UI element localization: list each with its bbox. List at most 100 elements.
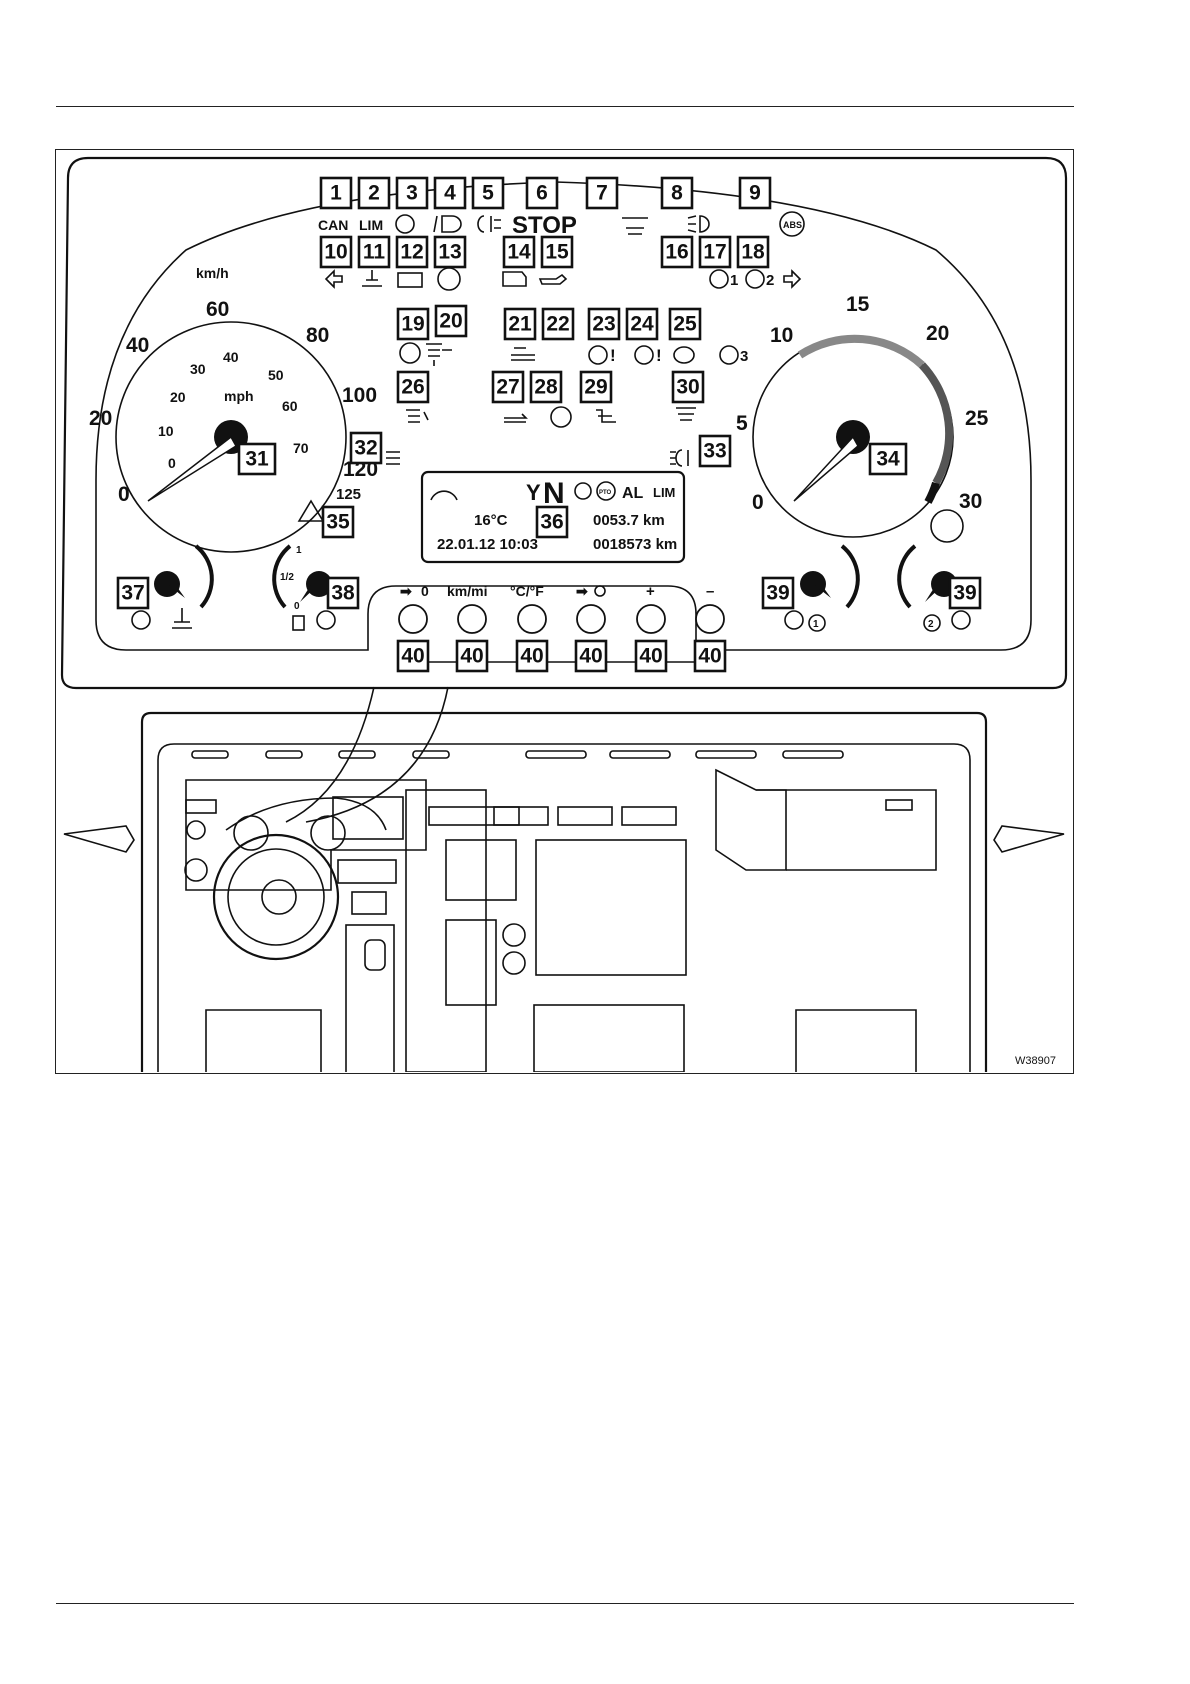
plus-button-group: + [636, 583, 666, 634]
lim-display-label: LIM [653, 485, 675, 500]
reset-button-group: ➡ 0 [398, 583, 429, 634]
callout-40-f: 40 [693, 639, 727, 673]
warning-lamp-row-2: 1 2 [324, 267, 802, 291]
tachometer-green-band [797, 334, 925, 368]
gear-lever [364, 939, 386, 971]
pto-label: PTO [599, 490, 612, 496]
passenger-switch [885, 799, 913, 811]
abs-trailer-icon [676, 407, 696, 421]
svg-text:18: 18 [741, 241, 765, 264]
odometer: 0018573 km [593, 536, 677, 553]
bottom-rule [56, 1603, 1074, 1604]
svg-text:40: 40 [579, 645, 602, 668]
callout-1: 1 [319, 176, 353, 210]
tachometer-label-5: 5 [736, 412, 748, 435]
passenger-seat [795, 1009, 917, 1072]
windscreen-frame [157, 743, 971, 1072]
speedometer-kmh-label-80: 80 [306, 324, 329, 347]
svg-text:1: 1 [330, 182, 342, 205]
callout-10: 10 [319, 235, 353, 269]
tachometer-label-20: 20 [926, 322, 949, 345]
date-time: 22.01.12 10:03 [437, 536, 538, 553]
abs-icon [779, 211, 805, 237]
instrument-panel-hood [225, 797, 387, 831]
air-gauge-1-needle [813, 580, 831, 598]
callout-12: 12 [395, 235, 429, 269]
tachometer-amber-band [919, 362, 954, 485]
callout-35: 35 [321, 505, 355, 539]
callout-40-a: 40 [396, 639, 430, 673]
can-label: CAN [318, 217, 348, 233]
vent-4 [412, 750, 450, 759]
callout-40-b: 40 [455, 639, 489, 673]
brake-circuit-2-number: 2 [766, 272, 774, 289]
tachometer-label-0: 0 [752, 491, 764, 514]
reset-arrow-icon: ➡ [400, 583, 412, 599]
oil-pressure-icon [538, 273, 568, 285]
svg-text:37: 37 [121, 582, 144, 605]
storage-tray [533, 1004, 685, 1073]
operating-buttons: ➡ 0 km/mi °C/°F ➡ + – [398, 583, 725, 634]
speedometer-kmh-label-100: 100 [342, 384, 377, 407]
console-knob-2 [502, 951, 526, 975]
switch-panel-left [185, 799, 217, 814]
svg-text:40: 40 [401, 645, 424, 668]
brake-circuit-3-icon [719, 345, 739, 365]
vent-8 [782, 750, 844, 759]
tachometer-label-10: 10 [770, 324, 793, 347]
svg-text:29: 29 [584, 376, 607, 399]
callout-40-d: 40 [574, 639, 608, 673]
unit-toggle-button-group: km/mi [447, 583, 487, 634]
callout-16: 16 [660, 235, 694, 269]
svg-text:17: 17 [703, 241, 726, 264]
passenger-dash-shelf [756, 789, 937, 871]
svg-text:40: 40 [698, 645, 721, 668]
tachometer-label-25: 25 [965, 407, 989, 430]
brake-circuit-2-icon [745, 269, 765, 289]
minus-label: – [706, 583, 714, 600]
minus-button[interactable] [695, 604, 725, 634]
dash-switch-1 [186, 820, 206, 840]
callout-39-right: 39 [948, 576, 982, 610]
clock-set-button[interactable] [576, 604, 606, 634]
callout-24: 24 [625, 307, 659, 341]
svg-text:21: 21 [508, 313, 532, 336]
speedometer-dial [115, 321, 347, 553]
svg-text:36: 36 [540, 511, 563, 534]
svg-text:26: 26 [401, 376, 424, 399]
callout-18: 18 [736, 235, 770, 269]
trailer-indicator-icon [622, 217, 648, 235]
cup-holder [351, 891, 387, 915]
svg-text:39: 39 [766, 582, 789, 605]
speedometer-kmh-label-40: 40 [126, 334, 149, 357]
fuel-gauge-scale [272, 544, 292, 609]
wrench-icon: Y [526, 480, 541, 505]
svg-text:40: 40 [460, 645, 483, 668]
callout-36: 36 [535, 505, 569, 539]
temperature-unit-button[interactable] [517, 604, 547, 634]
svg-text:15: 15 [545, 241, 569, 264]
unit-toggle-button[interactable] [457, 604, 487, 634]
svg-text:2: 2 [368, 182, 380, 205]
plus-button[interactable] [636, 604, 666, 634]
right-mirror [993, 825, 1065, 853]
brake-circuit-2-symbol-number: 2 [928, 619, 934, 630]
warning-lamp-row-3: ! ! 3 [399, 342, 748, 366]
stop-label: STOP [512, 212, 577, 239]
callout-34: 34 [868, 442, 908, 476]
brake-circuit-1-number: 1 [730, 272, 738, 289]
coolant-temperature-icon [172, 608, 192, 629]
speedometer-kmh-label-0: 0 [118, 483, 130, 506]
tachometer: 0 5 10 15 20 25 30 [736, 293, 989, 543]
reset-button[interactable] [398, 604, 428, 634]
driver-seat [205, 1009, 322, 1072]
svg-text:13: 13 [438, 241, 461, 264]
aux-switches-1 [428, 806, 520, 826]
al-label: AL [622, 485, 644, 502]
abs-label: ABS [783, 220, 802, 230]
mini-speedometer [233, 815, 269, 851]
unit-toggle-label: km/mi [447, 583, 487, 599]
speedometer-mph-label-10: 10 [158, 423, 174, 439]
temperature-unit-button-group: °C/°F [510, 583, 547, 634]
air-pressure-gauge-1: 1 [784, 544, 860, 632]
